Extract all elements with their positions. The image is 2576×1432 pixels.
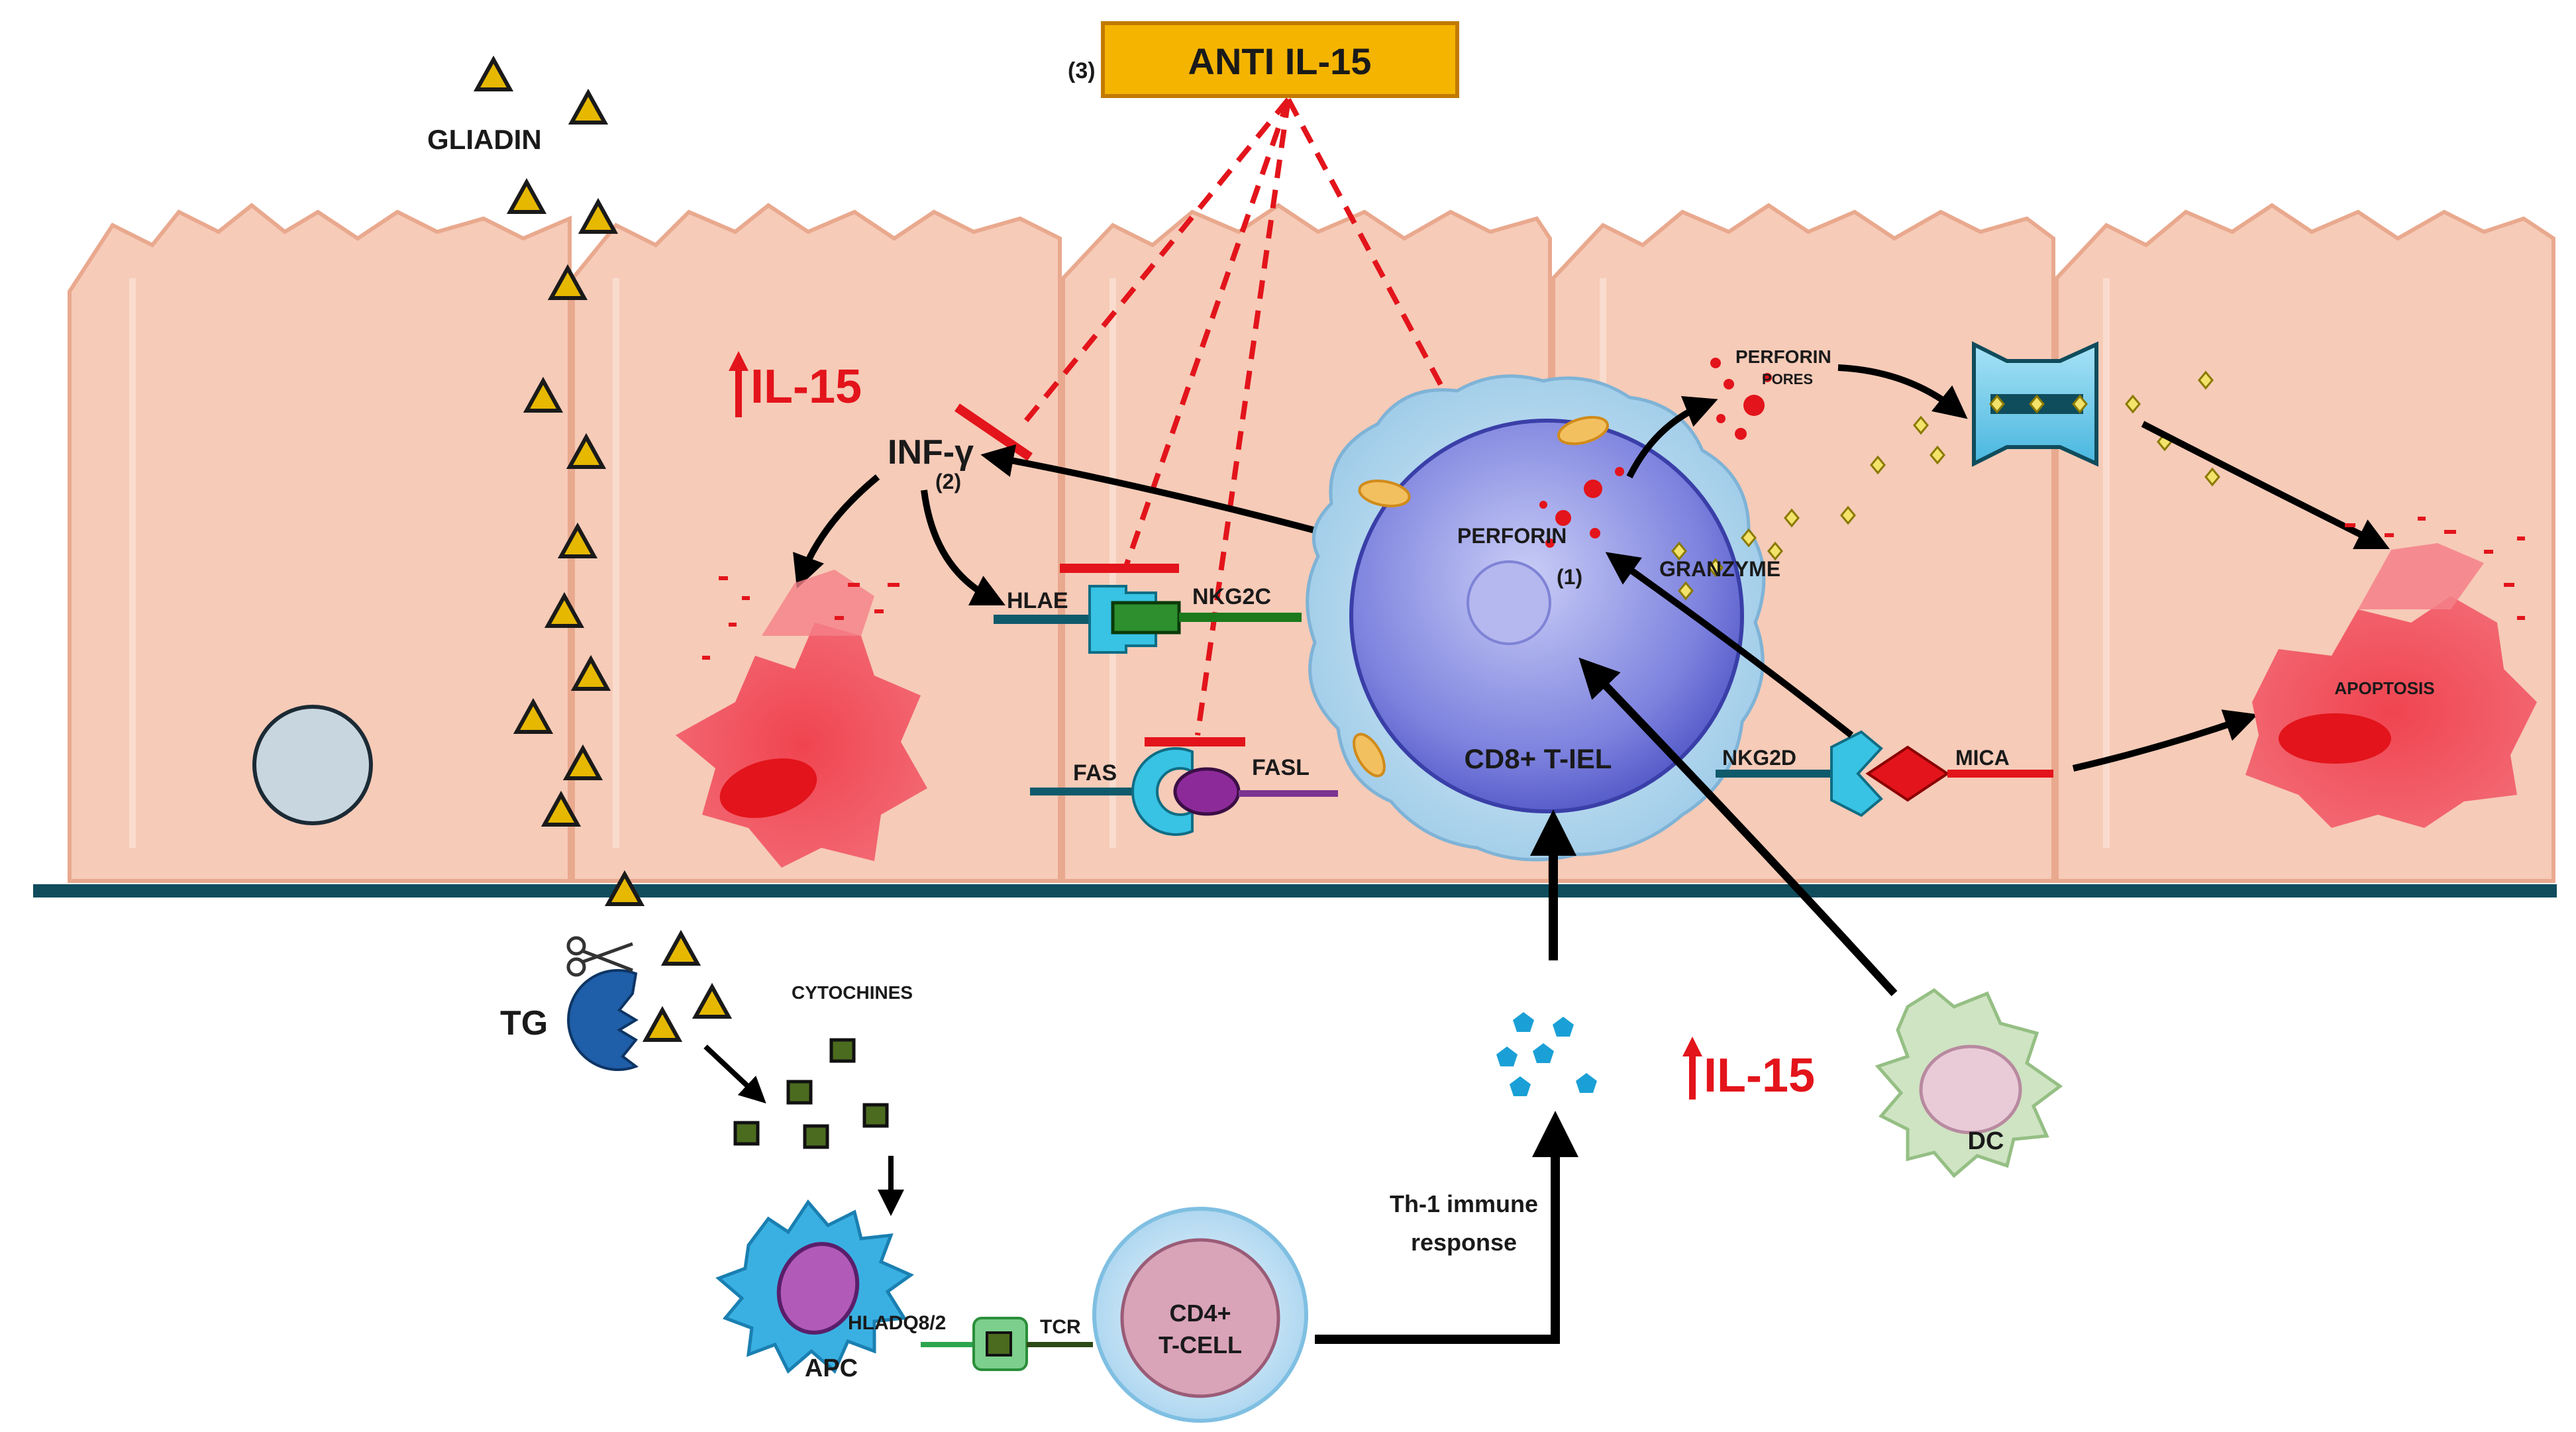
perforin-pores-label-2: PORES [1762, 371, 1813, 387]
vesicle [252, 705, 373, 825]
tg-to-cytokines-arrow [703, 1045, 766, 1103]
gliadin-label: GLIADIN [427, 124, 542, 155]
hladq-label: HLADQ8/2 [848, 1312, 946, 1334]
apoptotic-cell-left [676, 570, 927, 868]
il15-lamina: IL-15 [1682, 1037, 1815, 1102]
dendritic-cell [1875, 988, 2063, 1178]
th1-label-2: response [1411, 1229, 1517, 1256]
fasl-label: FASL [1252, 755, 1310, 780]
cd4-t-cell [1092, 1207, 1308, 1423]
th1-label-1: Th-1 immune [1390, 1190, 1538, 1217]
il15-molecules [1496, 1012, 1597, 1096]
perforin-arrow [1626, 395, 1718, 479]
nkg2d-label: NKG2D [1722, 746, 1796, 770]
perforin-pores-label-1: PERFORIN [1735, 346, 1831, 367]
svg-text:IL-15: IL-15 [1704, 1049, 1815, 1102]
cd8-label: CD8+ T-IEL [1465, 743, 1612, 774]
il15-epithelium: IL-15 [729, 351, 862, 417]
epithelial-cell-1 [68, 203, 572, 883]
hlae-nkg2c-complex [994, 585, 1302, 654]
perforin-pore-arrow [1837, 364, 1968, 419]
anti-il15-label: ANTI IL-15 [1188, 40, 1372, 82]
dc-to-cd8-arrow [1578, 657, 1898, 997]
cd8-to-infg-arrow [980, 444, 1339, 540]
cytochines-label: CYTOCHINES [792, 982, 913, 1003]
arrow-up-icon [729, 351, 748, 417]
apoptosis-label: APOPTOSIS [2334, 678, 2434, 698]
apc-cell [715, 1199, 915, 1374]
perforin-pores-dots [1710, 358, 1772, 440]
mica-label: MICA [1955, 746, 2010, 770]
hladq-tcr-complex [921, 1317, 1093, 1371]
apoptotic-cell-right [2245, 517, 2537, 828]
cytokine-squares [733, 1038, 889, 1149]
nkg2d-mica-complex [1716, 730, 2053, 817]
dc-label: DC [1968, 1127, 2004, 1155]
inf-gamma-label: INF-γ [888, 433, 974, 472]
granzyme-label: GRANZYME [1659, 557, 1780, 581]
epithelium [33, 203, 2557, 897]
th1-response-arrow [1315, 1111, 1578, 1344]
gliadin-particles [473, 55, 733, 1042]
transglutaminase-icon [567, 969, 639, 1071]
cd8-t-iel-cell [1306, 374, 1766, 862]
arrow-up-icon [1682, 1037, 1702, 1100]
granzyme-granules [1671, 370, 2220, 601]
mica-to-apoptosis-arrow [2072, 709, 2258, 772]
hlae-label: HLAE [1007, 588, 1068, 613]
tcr-label: TCR [1040, 1316, 1081, 1338]
cd8-nucleolus [1467, 560, 1551, 645]
nkg2c-label: NKG2C [1192, 584, 1271, 609]
anti-il15-number: (3) [1068, 58, 1096, 83]
perforin-number: (1) [1557, 565, 1582, 589]
fas-fasl-complex [1030, 747, 1338, 836]
nkg2d-to-cd8-arrow [1605, 552, 1854, 738]
tg-label: TG [500, 1004, 548, 1043]
inf-gamma-arrows [793, 474, 1005, 605]
apc-label: APC [805, 1355, 858, 1382]
cd4-label-2: T-CELL [1159, 1331, 1242, 1358]
svg-text:IL-15: IL-15 [750, 360, 862, 413]
basement-membrane [33, 884, 2557, 897]
perforin-granules [1539, 467, 1624, 548]
anti-il15-box [1101, 21, 1459, 98]
cd4-label-1: CD4+ [1169, 1300, 1231, 1327]
inf-gamma-number: (2) [935, 470, 961, 493]
scissors-icon [566, 936, 633, 977]
fas-label: FAS [1073, 760, 1117, 786]
perforin-label: PERFORIN [1457, 524, 1567, 548]
